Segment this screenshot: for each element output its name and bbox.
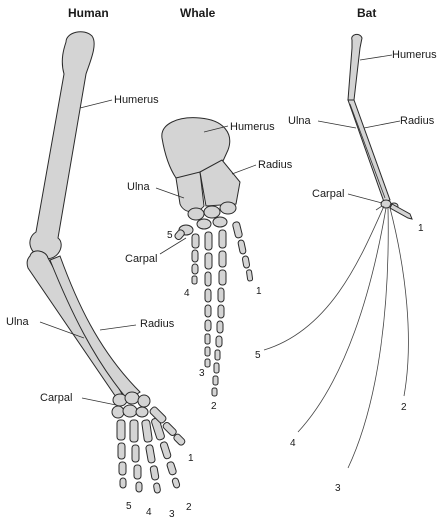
bat-humerus-bone — [348, 34, 362, 100]
bat-digit-4 — [298, 208, 386, 432]
human-digit-2-label: 2 — [186, 502, 192, 513]
whale-digit-1-label: 1 — [256, 286, 262, 297]
bat-radius-label: Radius — [400, 115, 435, 127]
whale-flipper: Humerus Radius Ulna Carpal 1 2 3 4 5 — [125, 118, 293, 412]
bat-ulna-bone — [350, 104, 385, 198]
whale-ulna-bone — [176, 172, 204, 212]
human-carpal-label: Carpal — [40, 392, 72, 404]
human-digit-5-label: 5 — [126, 501, 132, 512]
human-humerus-label: Humerus — [114, 94, 159, 106]
bat-wing: Humerus Ulna Radius Carpal 1 2 3 4 5 — [255, 34, 437, 494]
human-digit-4 — [130, 420, 142, 492]
whale-digit-4 — [192, 234, 199, 284]
whale-humerus-label: Humerus — [230, 121, 275, 133]
human-digit-4-label: 4 — [146, 507, 152, 518]
human-digit-3-label: 3 — [169, 509, 175, 520]
title-human: Human — [68, 6, 109, 20]
whale-digit-4-label: 4 — [184, 288, 190, 299]
whale-digit-2 — [212, 230, 226, 396]
whale-digit-1 — [232, 221, 253, 281]
whale-ulna-label: Ulna — [127, 181, 151, 193]
whale-carpal-label: Carpal — [125, 253, 157, 265]
bat-digit-1 — [390, 204, 412, 219]
bat-digit-3-label: 3 — [335, 483, 341, 494]
human-radius-bone — [50, 256, 140, 400]
bat-ulna-label: Ulna — [288, 115, 312, 127]
bat-digit-2 — [390, 208, 408, 396]
bat-digit-3 — [348, 208, 388, 468]
whale-digit-3-label: 3 — [199, 368, 205, 379]
human-humerus-bone — [30, 32, 94, 259]
whale-digit-5-label: 5 — [167, 230, 173, 241]
bat-digit-2-label: 2 — [401, 402, 407, 413]
bat-humerus-label: Humerus — [392, 49, 437, 61]
human-digit-5 — [117, 420, 126, 488]
bat-digit-4-label: 4 — [290, 438, 296, 449]
whale-radius-label: Radius — [258, 159, 293, 171]
human-ulna-bone — [27, 251, 122, 400]
human-radius-label: Radius — [140, 318, 175, 330]
title-bat: Bat — [357, 6, 376, 20]
human-arm: Humerus Ulna Radius Carpal 1 2 3 4 5 — [6, 32, 194, 520]
human-ulna-label: Ulna — [6, 316, 30, 328]
whale-digit-3 — [205, 232, 212, 367]
bat-digit-5 — [264, 206, 384, 350]
bat-digit-1-label: 1 — [418, 223, 424, 234]
human-carpals — [112, 392, 150, 418]
human-digit-1-label: 1 — [188, 453, 194, 464]
title-whale: Whale — [180, 6, 216, 20]
bat-carpal-label: Carpal — [312, 188, 344, 200]
whale-digit-2-label: 2 — [211, 401, 217, 412]
bat-digit-5-label: 5 — [255, 350, 261, 361]
